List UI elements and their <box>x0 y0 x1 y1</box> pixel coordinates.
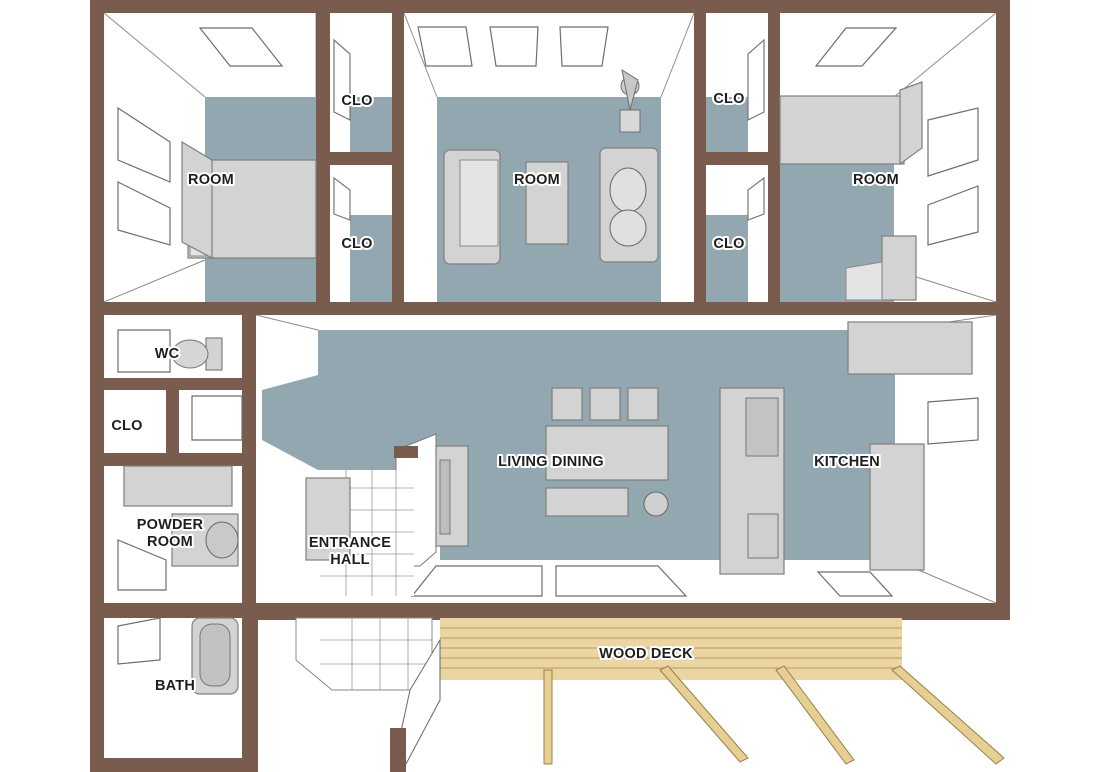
label-powder-room-1: POWDER <box>137 517 204 533</box>
label-living-dining: LIVING DINING <box>498 454 604 470</box>
label-bath: BATH <box>155 678 195 694</box>
partition-walls <box>90 0 1010 772</box>
bed-left <box>181 140 317 259</box>
windows <box>117 26 979 665</box>
label-room-center: ROOM <box>514 172 560 188</box>
label-clo-top-right: CLO <box>713 91 744 107</box>
label-clo-small: CLO <box>111 418 142 434</box>
label-room-right: ROOM <box>853 172 899 188</box>
bathtub <box>191 617 239 695</box>
dining-set <box>545 387 669 517</box>
wood-deck <box>390 618 1005 772</box>
label-clo-mid-right: CLO <box>713 236 744 252</box>
label-clo-mid-left: CLO <box>341 236 372 252</box>
kitchen-fixtures <box>719 321 973 575</box>
label-powder-room-2: ROOM <box>147 534 193 550</box>
closet-shelves <box>333 38 765 221</box>
room-labels: ROOM CLO CLO ROOM CLO CLO ROOM WC CLO PO… <box>109 89 900 696</box>
powder-room-fixtures <box>123 465 239 567</box>
label-entrance-hall-2: HALL <box>330 552 369 568</box>
bed-right <box>779 81 923 301</box>
toilet <box>171 337 223 371</box>
label-wood-deck: WOOD DECK <box>599 646 693 662</box>
label-room-left: ROOM <box>188 172 234 188</box>
label-wc: WC <box>155 346 180 362</box>
label-entrance-hall-1: ENTRANCE <box>309 535 391 551</box>
label-kitchen: KITCHEN <box>814 454 880 470</box>
label-clo-top-left: CLO <box>341 93 372 109</box>
center-room-furniture <box>443 68 659 265</box>
entrance-area <box>295 470 433 691</box>
